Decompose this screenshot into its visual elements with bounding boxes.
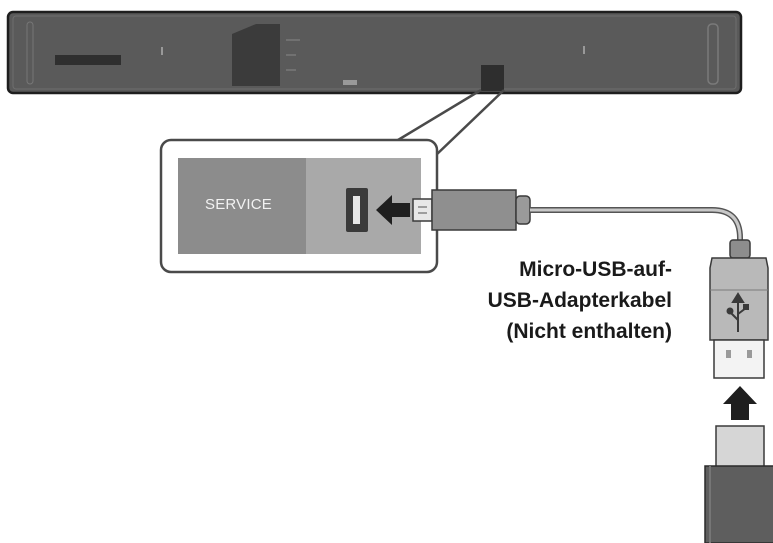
arrow-up-icon	[723, 386, 757, 420]
micro-usb-plug	[412, 189, 531, 231]
service-port-label: SERVICE	[205, 196, 272, 213]
soundbar-top-cover	[232, 24, 280, 86]
usb-memory-stick	[704, 425, 773, 543]
cable	[530, 207, 743, 246]
soundbar	[6, 10, 743, 95]
callout-leader	[397, 88, 505, 157]
caption-line-2: USB-Adapterkabel	[487, 289, 672, 312]
cable-caption: Micro-USB-auf- USB-Adapterkabel (Nicht e…	[452, 254, 672, 347]
usb-icon	[726, 292, 749, 332]
usb-a-connector	[713, 339, 765, 379]
callout-panel	[159, 138, 439, 274]
caption-line-1: Micro-USB-auf-	[519, 258, 672, 281]
soundbar-service-port	[481, 65, 504, 91]
panel-left-area	[178, 158, 306, 254]
usb-a-plug	[709, 239, 769, 379]
soundbar-left-slot	[55, 55, 121, 65]
arrow-left-icon	[376, 195, 410, 225]
caption-line-3: (Nicht enthalten)	[506, 320, 672, 343]
